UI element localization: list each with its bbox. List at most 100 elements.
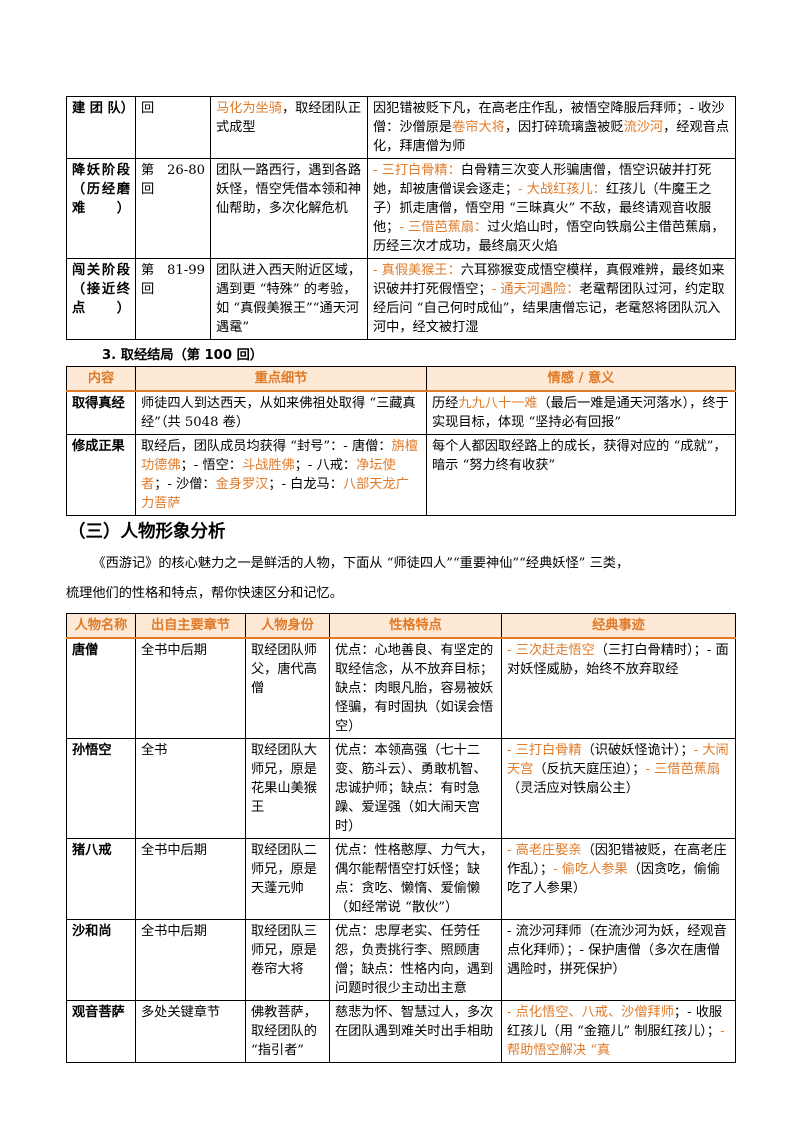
text-run: ；- 八戒： xyxy=(294,458,357,473)
highlight-text: 旃檀功德佛 xyxy=(141,439,418,473)
highlight-text: - 帮助悟空解决 “真 xyxy=(507,1024,725,1058)
highlight-text: - 三次赶走悟空 xyxy=(507,643,595,658)
highlight-text: - 点化悟空、八戒、沙僧拜师 xyxy=(507,1005,674,1020)
text-run: ，取经团队正式成型 xyxy=(216,101,362,135)
highlight-text: 九九八十一难 xyxy=(458,396,538,411)
table-row: 唐僧全书中后期取经团队师父，唐代高僧优点：心地善良、有坚定的取经信念，从不放弃目… xyxy=(66,637,736,739)
header-trait: 性格特点 xyxy=(329,613,502,639)
story-cell: - 三打白骨精（识破妖怪诡计）；- 大闹天宫（反抗天庭压迫）；- 三借芭蕉扇（灵… xyxy=(501,738,736,839)
text-run: 白骨精三次变人形骗唐僧，悟空识破并打死她，却被唐僧误会逐走； xyxy=(373,163,712,197)
text-run: 六耳猕猴变成悟空模样，真假难辨，最终如来识破并打死假悟空； xyxy=(373,263,725,297)
meaning-cell: 历经九九八十一难（最后一难是通天河落水），终于实现目标，体现 “坚持必有回报” xyxy=(426,390,736,435)
section-title: （三）人物形象分析 xyxy=(68,522,226,542)
stage-cell: 降妖阶段（历经磨难） xyxy=(66,158,136,259)
text-run: ；- 沙僧： xyxy=(154,477,216,492)
story-cell: - 点化悟空、八戒、沙僧拜师；- 收服红孩儿（用 “金箍儿” 制服红孩儿）；- … xyxy=(501,1000,736,1063)
name-cell: 修成正果 xyxy=(66,434,136,516)
chapter-cell: 全书中后期 xyxy=(135,919,246,1001)
story-cell: - 高老庄娶亲（因犯错被贬，在高老庄作乱）；- 偷吃人参果（因贪吃，偷偷吃了人参… xyxy=(501,838,736,920)
text-run: （反抗天庭压迫）； xyxy=(533,762,646,777)
table-row: 沙和尚全书中后期取经团队三师兄，原是卷帘大将优点：忠厚老实、任劳任怨，负责挑行李… xyxy=(66,919,736,1001)
table-row: 猪八戒全书中后期取经团队二师兄，原是天蓬元帅优点：性格憨厚、力气大，偶尔能帮悟空… xyxy=(66,838,736,920)
trait-cell: 优点：本领高强（七十二变、筋斗云）、勇敢机智、忠诚护师；缺点：有时急躁、爱逞强（… xyxy=(329,738,502,839)
header-meaning: 情感 / 意义 xyxy=(426,366,736,392)
table-row: 建 团 队）回马化为坐骑，取经团队正式成型因犯错被贬下凡，在高老庄作乱，被悟空降… xyxy=(66,96,736,159)
text-run: （灵活应对铁扇公主） xyxy=(507,781,639,796)
detail-cell: 因犯错被贬下凡，在高老庄作乱，被悟空降服后拜师；- 收沙僧：沙僧原是卷帘大将，因… xyxy=(367,96,736,159)
table-row: 取得真经师徒四人到达西天，从如来佛祖处取得 “三藏真经”（共 5048 卷） 历经… xyxy=(66,390,736,435)
identity-cell: 取经团队三师兄，原是卷帘大将 xyxy=(245,919,330,1001)
highlight-text: 马化为坐骑 xyxy=(216,101,282,116)
chapter-cell: 全书中后期 xyxy=(135,838,246,920)
text-run: 红孩儿（牛魔王之子）抓走唐僧，悟空用 “三昧真火” 不敌，最终请观音收服他； xyxy=(373,182,712,235)
highlight-text: 净坛使者 xyxy=(141,458,396,492)
detail-cell: - 真假美猴王：六耳猕猴变成悟空模样，真假难辨，最终如来识破并打死假悟空；- 通… xyxy=(367,258,736,340)
text-run: ；- 收服红孩儿（用 “金箍儿” 制服红孩儿）； xyxy=(507,1005,723,1039)
header-identity: 人物身份 xyxy=(245,613,330,639)
header-content: 内容 xyxy=(66,366,136,392)
highlight-text: - 大闹天宫 xyxy=(507,743,729,777)
header-name: 人物名称 xyxy=(66,613,136,639)
chapter-cell: 第 26-80 回 xyxy=(135,158,211,259)
chapter-cell: 回 xyxy=(135,96,211,159)
header-story: 经典事迹 xyxy=(501,613,736,639)
table-row: 闯关阶段（接近终点）第 81-99 回团队进入西天附近区域，遇到更 “特殊” 的… xyxy=(66,258,736,340)
highlight-text: - 三打白骨精： xyxy=(373,163,461,178)
text-run: （识破妖怪诡计）； xyxy=(581,743,694,758)
text-run: ，因打碎琉璃盏被贬 xyxy=(504,120,624,135)
text-run: （因犯错被贬，在高老庄作乱）； xyxy=(507,843,727,877)
identity-cell: 取经团队师父，唐代高僧 xyxy=(245,637,330,739)
highlight-text: - 大战红孩儿： xyxy=(518,182,606,197)
summary-cell: 团队一路西行，遇到各路妖怪，悟空凭借本领和神仙帮助，多次化解危机 xyxy=(210,158,368,259)
text-run: （三打白骨精时）；- 面对妖怪威胁，始终不放弃取经 xyxy=(507,643,729,677)
detail-cell: - 三打白骨精：白骨精三次变人形骗唐僧，悟空识破并打死她，却被唐僧误会逐走；- … xyxy=(367,158,736,259)
chapter-cell: 全书中后期 xyxy=(135,637,246,739)
highlight-text: 流沙河 xyxy=(623,120,664,135)
story-cell: - 流沙河拜师（在流沙河为妖，经观音点化拜师）；- 保护唐僧（多次在唐僧遇险时，… xyxy=(501,919,736,1001)
ending-subheading: 3. 取经结局（第 100 回） xyxy=(102,348,263,363)
text-run: 师徒四人到达西天，从如来佛祖处取得 “三藏真经”（共 5048 卷） xyxy=(141,396,416,430)
highlight-text: - 高老庄娶亲 xyxy=(507,843,582,858)
story-cell: - 三次赶走悟空（三打白骨精时）；- 面对妖怪威胁，始终不放弃取经 xyxy=(501,637,736,739)
chapter-cell: 多处关键章节 xyxy=(135,1000,246,1063)
text-run: （最后一难是通天河落水），终于实现目标，体现 “坚持必有回报” xyxy=(432,396,729,430)
highlight-text: - 三借芭蕉扇： xyxy=(399,220,488,235)
highlight-text: 斗战胜佛 xyxy=(241,458,295,473)
identity-cell: 取经团队大师兄，原是花果山美猴王 xyxy=(245,738,330,839)
highlight-text: 八部天龙广力菩萨 xyxy=(141,477,409,511)
text-run: 取经后，团队成员均获得 “封号”：- 唐僧： xyxy=(141,439,392,454)
intro-paragraph-cont: 梳理他们的性格和特点，帮你快速区分和记忆。 xyxy=(66,586,343,601)
detail-cell: 师徒四人到达西天，从如来佛祖处取得 “三藏真经”（共 5048 卷） xyxy=(135,390,427,435)
highlight-text: - 真假美猴王： xyxy=(373,263,461,278)
identity-cell: 取经团队二师兄，原是天蓬元帅 xyxy=(245,838,330,920)
summary-cell: 马化为坐骑，取经团队正式成型 xyxy=(210,96,368,159)
text-run: 历经 xyxy=(432,396,459,411)
highlight-text: - 三借芭蕉扇 xyxy=(645,762,721,777)
journey-stages-table: 建 团 队）回马化为坐骑，取经团队正式成型因犯错被贬下凡，在高老庄作乱，被悟空降… xyxy=(66,96,736,340)
highlight-text: - 偷吃人参果 xyxy=(553,862,628,877)
detail-cell: 取经后，团队成员均获得 “封号”：- 唐僧：旃檀功德佛；- 悟空：斗战胜佛；- … xyxy=(135,434,427,516)
stage-cell: 闯关阶段（接近终点） xyxy=(66,258,136,340)
text-run: ，经观音点化，拜唐僧为师 xyxy=(373,120,730,154)
chapter-cell: 第 81-99 回 xyxy=(135,258,211,340)
highlight-text: 卷帘大将 xyxy=(452,120,505,135)
name-cell: 取得真经 xyxy=(66,390,136,435)
text-run: 因犯错被贬下凡，在高老庄作乱，被悟空降服后拜师；- 收沙僧：沙僧原是 xyxy=(373,101,725,135)
ending-table: 内容 重点细节 情感 / 意义 取得真经师徒四人到达西天，从如来佛祖处取得 “三… xyxy=(66,366,736,516)
header-chapter: 出自主要章节 xyxy=(135,613,246,639)
text-run: - 流沙河拜师（在流沙河为妖，经观音点化拜师）；- 保护唐僧（多次在唐僧遇险时，… xyxy=(507,924,727,977)
text-run: ；- 白龙马： xyxy=(268,477,343,492)
intro-paragraph: 《西游记》的核心魅力之一是鲜活的人物，下面从 “师徒四人”“重要神仙”“经典妖怪… xyxy=(92,556,630,571)
chapter-cell: 全书 xyxy=(135,738,246,839)
trait-cell: 优点：忠厚老实、任劳任怨，负责挑行李、照顾唐僧；缺点：性格内向，遇到问题时很少主… xyxy=(329,919,502,1001)
highlight-text: - 通天河遇险： xyxy=(491,282,580,297)
table-row: 降妖阶段（历经磨难）第 26-80 回团队一路西行，遇到各路妖怪，悟空凭借本领和… xyxy=(66,158,736,259)
character-name-cell: 孙悟空 xyxy=(66,738,136,839)
identity-cell: 佛教菩萨，取经团队的 “指引者” xyxy=(245,1000,330,1063)
character-table: 人物名称 出自主要章节 人物身份 性格特点 经典事迹 唐僧全书中后期取经团队师父… xyxy=(66,613,736,1063)
table-row: 修成正果取经后，团队成员均获得 “封号”：- 唐僧：旃檀功德佛；- 悟空：斗战胜… xyxy=(66,434,736,516)
stage-cell: 建 团 队） xyxy=(66,96,136,159)
trait-cell: 优点：性格憨厚、力气大，偶尔能帮悟空打妖怪；缺点：贪吃、懒惰、爱偷懒（如经常说 … xyxy=(329,838,502,920)
document-page: 建 团 队）回马化为坐骑，取经团队正式成型因犯错被贬下凡，在高老庄作乱，被悟空降… xyxy=(66,96,736,1063)
text-run: 过火焰山时，悟空向铁扇公主借芭蕉扇，历经三次才成功，最终扇灭火焰 xyxy=(373,220,725,254)
